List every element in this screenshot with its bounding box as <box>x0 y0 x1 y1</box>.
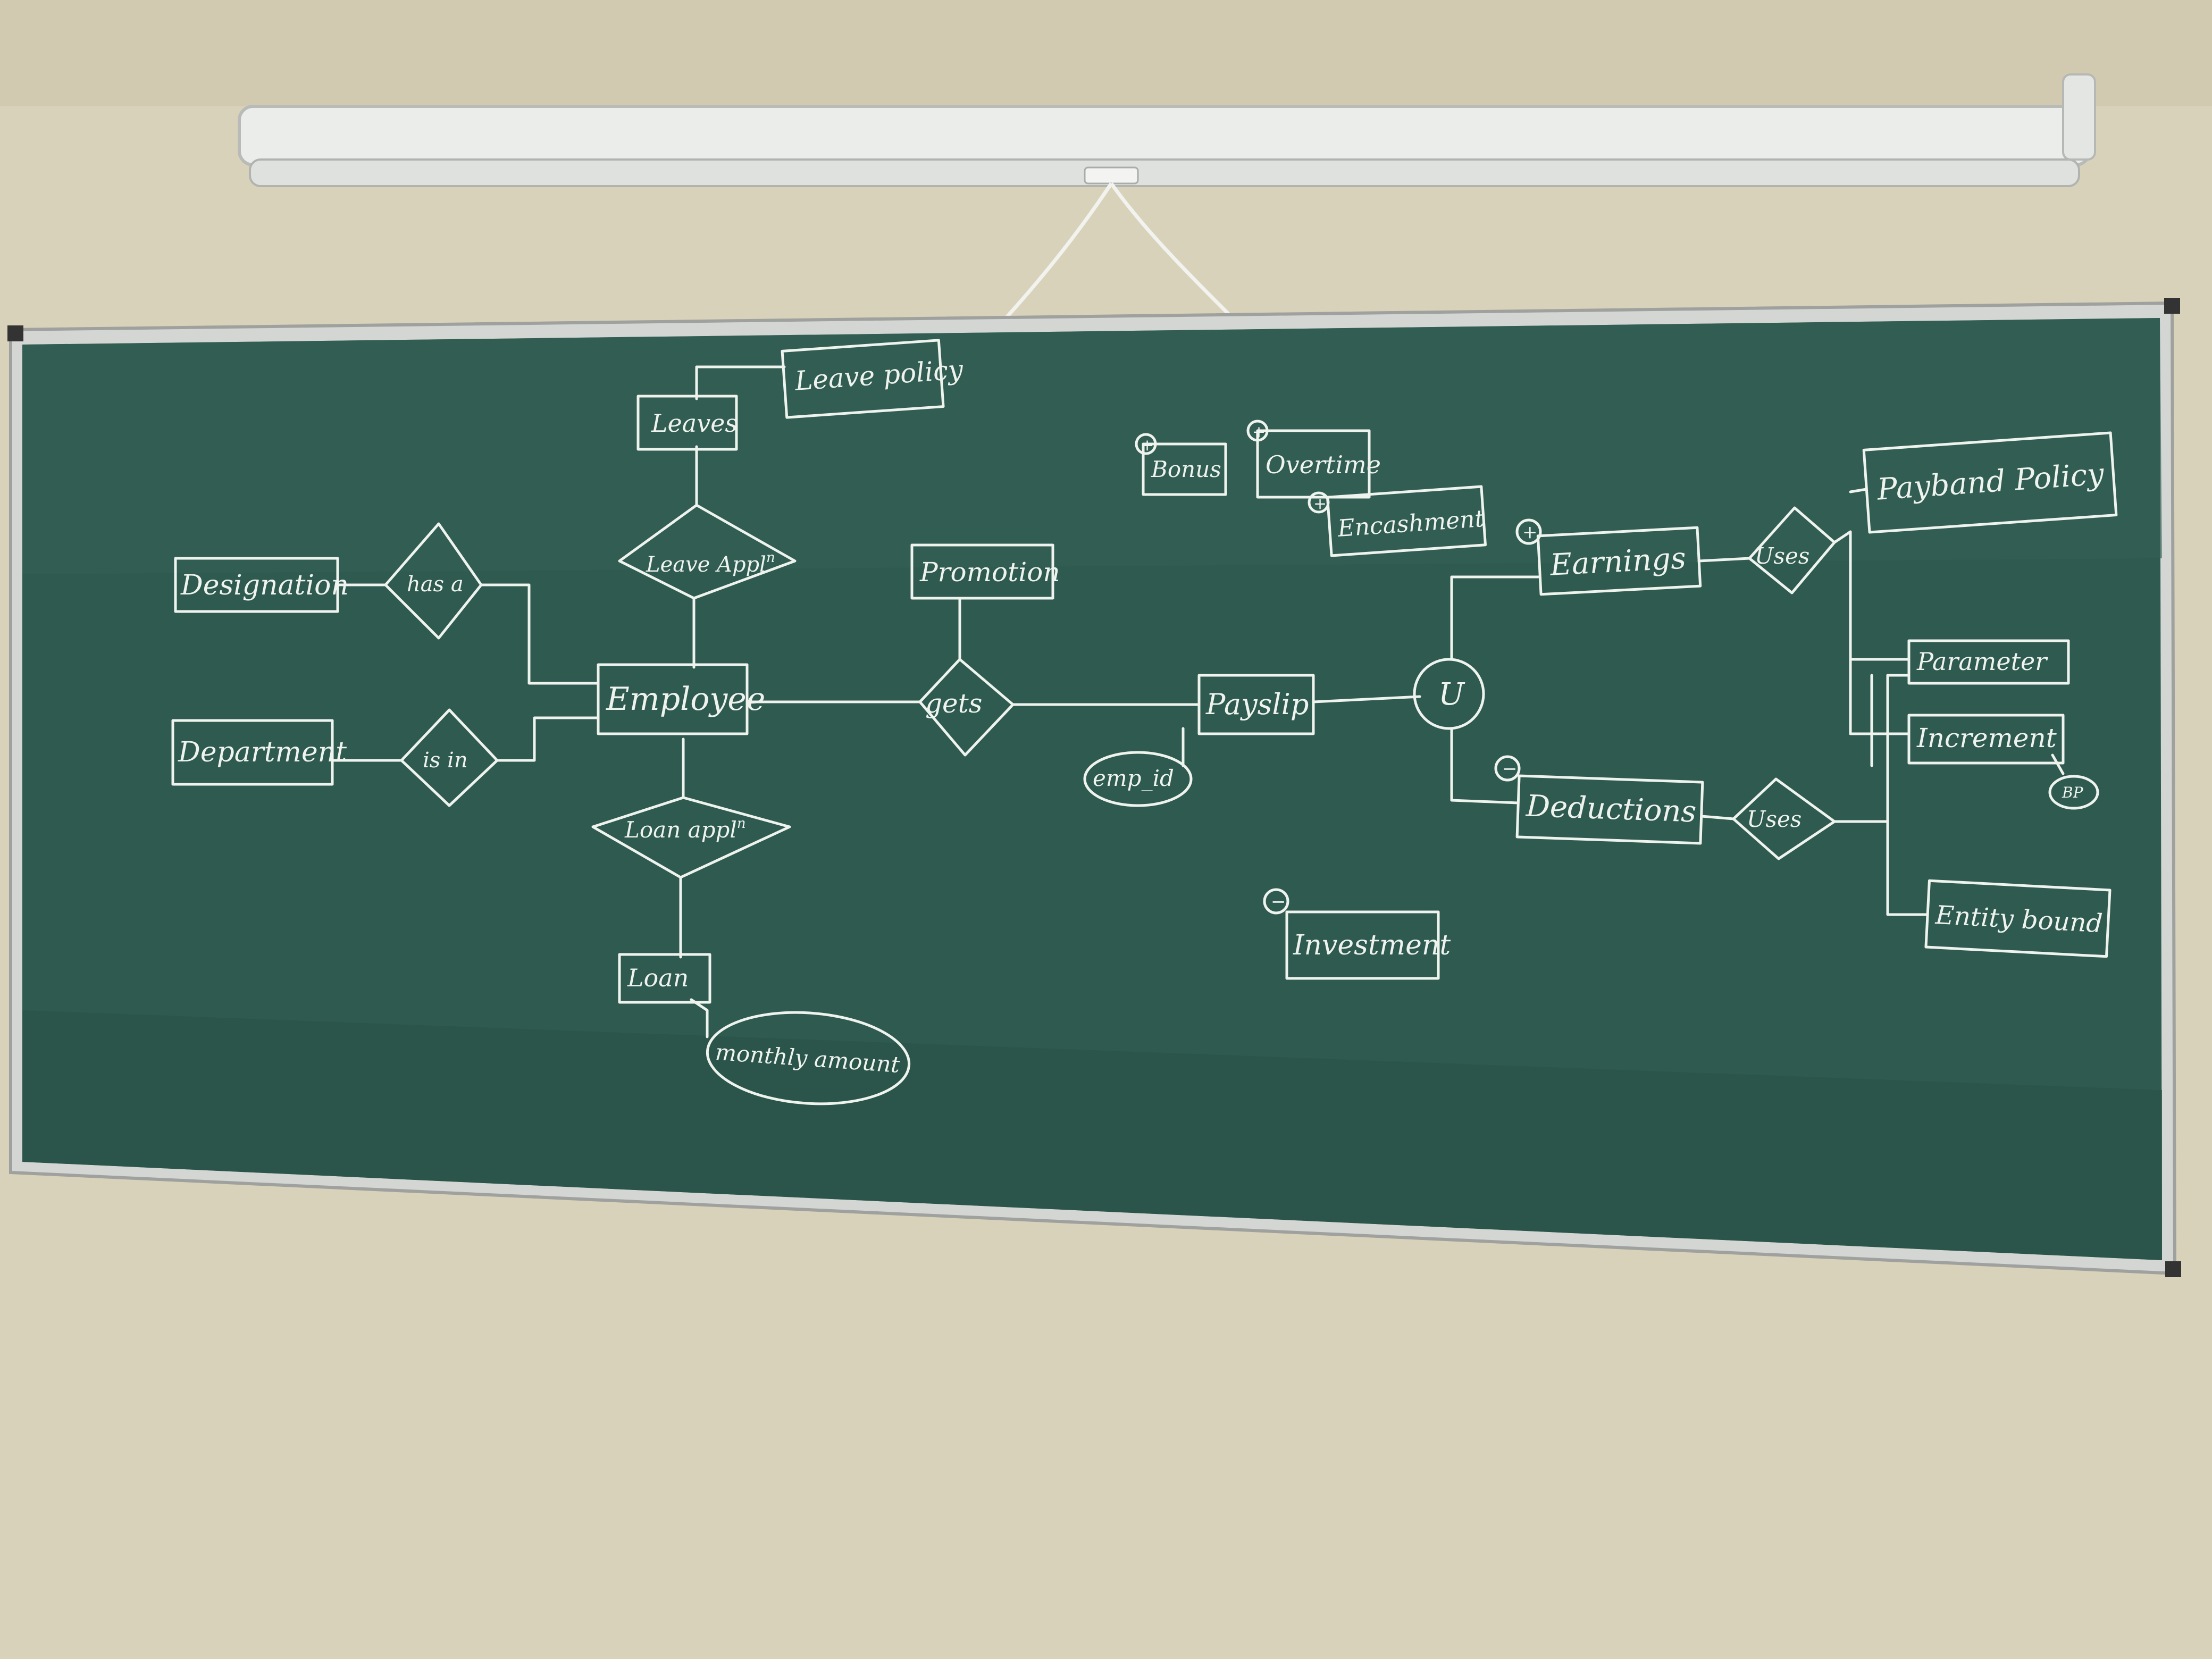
label-gets: gets <box>925 688 982 719</box>
pull-cord <box>1003 182 1235 321</box>
projector-screen-case <box>238 73 2096 187</box>
entity-leave-policy <box>781 339 945 419</box>
entity-increment <box>1907 714 2065 765</box>
label-has-a: has a <box>407 572 464 597</box>
label-department: Department <box>178 736 347 768</box>
plus-encashment: + <box>1313 495 1327 513</box>
line-earnings-uses <box>1697 557 1751 563</box>
line-hasa-employee <box>480 583 600 685</box>
entity-entity-bound <box>1924 879 2112 958</box>
entity-loan <box>618 953 711 1004</box>
minus-marker-investment <box>1263 888 1289 915</box>
rel-gets <box>918 658 1015 757</box>
attr-emp-id <box>1083 751 1193 807</box>
er-diagram <box>171 339 2118 1105</box>
entity-investment <box>1285 910 1440 980</box>
entity-bonus <box>1142 442 1227 496</box>
label-investment: Investment <box>1293 929 1451 961</box>
plus-marker-earnings <box>1515 518 1542 545</box>
plus-marker-overtime <box>1246 420 1269 442</box>
entity-encashment <box>1326 485 1487 557</box>
rel-is-in <box>400 708 499 807</box>
entity-parameter <box>1907 639 2070 685</box>
union-circle <box>1413 658 1485 730</box>
entity-payslip <box>1197 674 1315 735</box>
label-bonus: Bonus <box>1151 456 1221 482</box>
label-union: U <box>1438 676 1465 712</box>
rel-has-a <box>384 522 483 640</box>
line-deductions-uses <box>1700 815 1735 820</box>
line-to-entity-bound <box>1886 674 1929 916</box>
entity-deductions <box>1515 774 1704 845</box>
plus-marker-encashment <box>1308 491 1330 514</box>
line-isin-employee <box>496 716 600 762</box>
minus-investment: − <box>1271 891 1286 912</box>
entity-employee <box>597 663 749 735</box>
label-loan: Loan <box>627 963 689 992</box>
attr-bp <box>2048 775 2099 810</box>
frame-corner <box>7 325 23 341</box>
label-deductions: Deductions <box>1525 789 1697 830</box>
line-payslip-union <box>1312 695 1421 703</box>
board-lower-shade <box>22 1010 2162 1260</box>
label-increment: Increment <box>1916 723 2057 753</box>
label-uses-earnings: Uses <box>1755 543 1809 569</box>
label-bp: BP <box>2062 784 2084 801</box>
label-parameter: Parameter <box>1916 647 2048 676</box>
plus-marker-bonus <box>1135 433 1157 455</box>
label-loan-appl: Loan appln <box>624 816 746 843</box>
board-shade <box>22 318 2162 574</box>
entity-department <box>171 719 334 786</box>
label-overtime: Overtime <box>1266 450 1381 479</box>
label-employee: Employee <box>606 681 765 718</box>
plus-earnings: + <box>1522 522 1538 543</box>
label-leave-appl: Leave Appln <box>646 550 775 577</box>
line-union-earnings <box>1450 575 1541 661</box>
entity-overtime <box>1256 429 1371 499</box>
attr-monthly-amount <box>706 1011 911 1105</box>
entity-promotion <box>910 543 1054 600</box>
chalk-labels: Leave policy Leaves Designation Departme… <box>178 354 2106 1078</box>
entity-designation <box>174 557 339 613</box>
frame-corner <box>2164 298 2180 314</box>
label-payslip: Payslip <box>1205 688 1309 721</box>
frame-corner <box>2165 1261 2181 1277</box>
plus-overtime: + <box>1252 423 1266 441</box>
rel-uses-deductions <box>1732 777 1836 860</box>
rel-leave-appl <box>618 504 797 600</box>
minus-deductions: − <box>1502 758 1518 780</box>
line-union-deductions <box>1450 727 1520 805</box>
label-emp-id: emp_id <box>1093 765 1174 791</box>
label-designation: Designation <box>180 569 349 601</box>
label-earnings: Earnings <box>1549 541 1687 582</box>
label-leaves: Leaves <box>651 409 738 438</box>
minus-marker-deductions <box>1494 755 1521 782</box>
wall-top-shade <box>0 0 2212 106</box>
rel-loan-appl <box>591 796 791 879</box>
entity-leaves <box>636 395 738 451</box>
entity-payband-policy <box>1862 431 2118 534</box>
label-uses-deductions: Uses <box>1747 806 1802 832</box>
line-to-payband <box>1849 488 1868 493</box>
line-leaves-leavepolicy <box>695 365 786 400</box>
plus-bonus: + <box>1141 436 1154 455</box>
line-uses-policies <box>1833 530 1852 735</box>
label-is-in: is in <box>423 748 468 773</box>
rel-uses-earnings <box>1748 506 1836 594</box>
entity-earnings <box>1536 526 1702 596</box>
label-promotion: Promotion <box>919 557 1060 588</box>
